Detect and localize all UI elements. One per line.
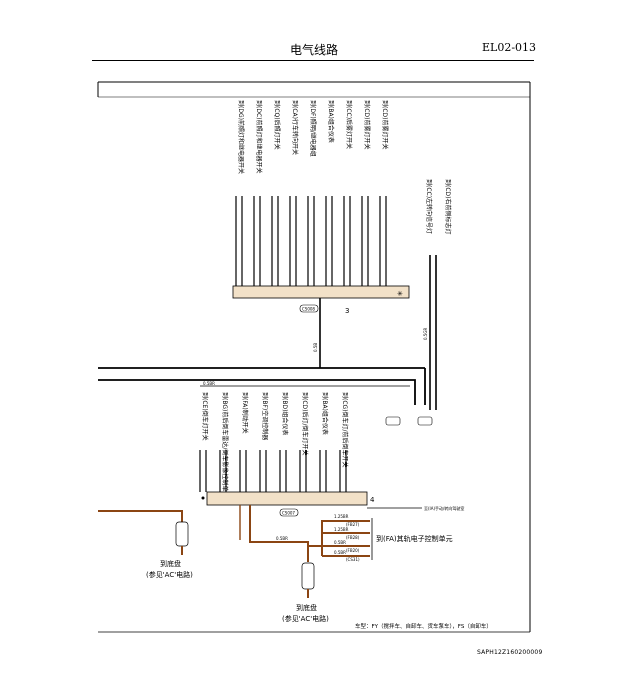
ia-callout: 至(IA)手动/转向驾驶室 (424, 505, 464, 511)
ground-stub-2 (417, 416, 433, 426)
top-connector-label: 到(CD)前雾灯开关 (363, 100, 371, 150)
top-connector-label: 到(CA)行车转向开关 (291, 100, 299, 155)
lower-bus (98, 379, 416, 405)
top-connector-labels: 到(DG)前照灯和继电器开关 到(DC)前照灯和继电器开关 到(CQ)后照灯开关 到(… (237, 100, 389, 174)
mid-bus-code: 0.5BR (276, 536, 288, 541)
bus-wire-code: 0.5BR (203, 381, 215, 386)
left-ground-wire (98, 510, 183, 545)
bottom-connector-label: 到(BG)前后倒车雷达/倒车影像控制单元 (221, 392, 229, 497)
top-connector-label: 到(DC)前照灯和继电器开关 (255, 100, 263, 174)
right-ground-connector (301, 562, 315, 590)
top-connector-label: 到(CC)后雾灯开关 (345, 100, 353, 149)
left-ground-sub: (参见'AC'电路) (146, 570, 193, 579)
top-connector-label: 到(BA)组合仪表 (327, 100, 335, 143)
bottom-connector-label: 到(BF)空调控制器 (261, 392, 269, 440)
right-ground-sub: (参见'AC'电路) (282, 614, 329, 623)
page-code: EL02-013 (482, 41, 537, 54)
fa-wire-code-1: 1.25BR (334, 514, 349, 519)
top-connector-star: ✳ (397, 290, 403, 298)
bottom-connector-wires (199, 450, 347, 500)
bottom-connector-body (206, 491, 368, 506)
right-label-2: 到(CD)右前侧标志灯 (444, 179, 452, 235)
bottom-connector-label: 到(BD)组合仪表 (281, 392, 289, 435)
bottom-connector-labels: 到(CE)倒车灯开关 到(BG)前后倒车雷达/倒车影像控制单元 到(FA)制动开关 到… (201, 392, 349, 497)
bottom-connector-label: 到(BA)组合仪表 (321, 392, 329, 435)
ground-stub-1 (385, 416, 401, 426)
fa-callout: 到(FA)其轨电子控制单元 (376, 534, 453, 543)
top-connector-body (232, 285, 410, 299)
riser-wire-code: 0.5B (313, 343, 318, 352)
bottom-connector-label: 到(FA)制动开关 (241, 392, 249, 434)
top-connector-label: 到(CD)前雾灯开关 (381, 100, 389, 150)
model-note: 车型：FY（搅拌车、自卸车、货车泵车），FS（自卸车） (355, 622, 492, 630)
center-ground-wire (249, 505, 309, 562)
page-title: 电气线路 (290, 43, 339, 57)
fa-pin-4: (CS31) (346, 557, 360, 562)
top-connector-tag (299, 304, 319, 313)
top-connector-id: 3 (345, 307, 349, 315)
top-connector-tag-text: CS008 (302, 307, 315, 312)
top-connector-label: 到(DG)前照灯和继电器开关 (237, 100, 245, 174)
bottom-connector-label: 到(CE)倒车灯开关 (201, 392, 209, 441)
fa-wire-code-2: 1.25BR (334, 527, 349, 532)
fa-pin-2: (FB28) (346, 535, 360, 540)
bottom-connector-tag-text: CS007 (282, 511, 295, 516)
bottom-pin (201, 496, 205, 500)
bottom-connector-tag (279, 508, 299, 517)
right-label-1: 到(CC)左转向信号灯 (425, 179, 433, 234)
fa-pin-3: (FB20) (346, 548, 360, 553)
header-rule (92, 60, 534, 61)
top-connector-label: 到(DF)照明/继电器组 (309, 100, 317, 157)
right-ground-title: 到底盘 (296, 603, 317, 612)
top-connector-label: 到(CQ)后照灯开关 (273, 100, 281, 150)
fa-wire-code-4: 0.5BR (334, 550, 346, 555)
bottom-connector-id: 4 (370, 496, 375, 504)
right-wire-code: 0.5GR (423, 328, 428, 340)
left-ground-title: 到底盘 (160, 559, 181, 568)
figure-code: SAPH12Z160200009 (477, 649, 543, 656)
left-ground-connector (175, 521, 189, 547)
top-connector-wires (235, 196, 387, 294)
fa-wire-code-3: 0.5BR (334, 540, 346, 545)
bottom-connector-label: 到(CD)后灯/倒车灯开关 (301, 392, 309, 456)
fa-pin-1: (FB27) (346, 522, 360, 527)
bottom-connector-label: 到(CG)倒车灯/前后倒车开关 (341, 392, 349, 468)
